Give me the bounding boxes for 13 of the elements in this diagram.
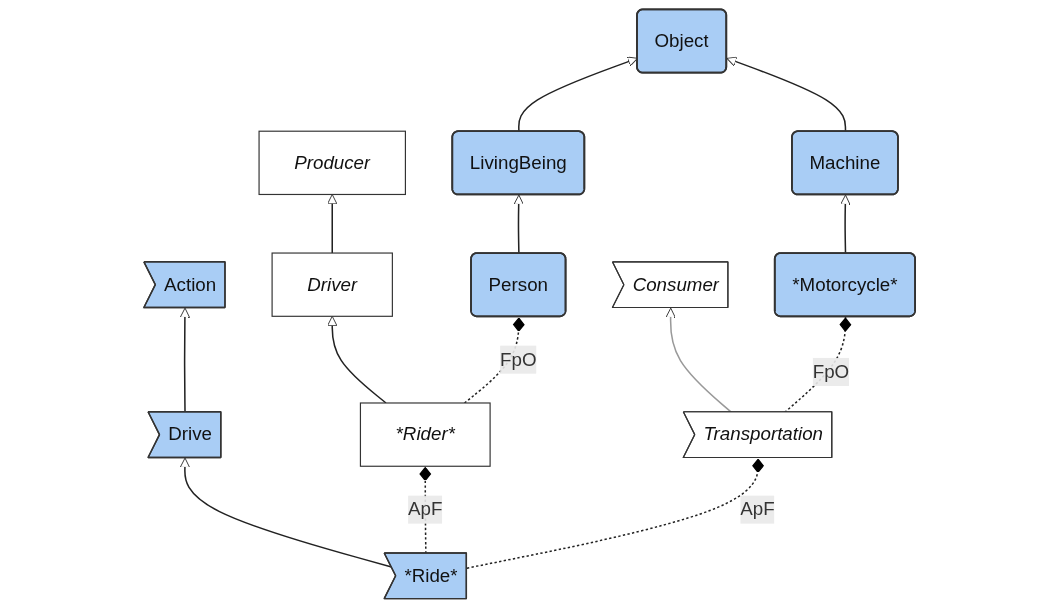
arrow: [513, 194, 524, 255]
edge-label: FpO: [500, 349, 537, 370]
node-box: Driver: [271, 252, 393, 317]
edge-label: ApF: [408, 499, 443, 519]
arrow: [840, 194, 851, 255]
edge-label: FpO: [812, 361, 850, 382]
arrow: [726, 56, 847, 133]
arrow: [327, 315, 387, 404]
connector: [466, 457, 764, 569]
edge-label: ApF: [740, 499, 775, 519]
node-box: Producer: [258, 130, 406, 196]
arrow: [327, 194, 338, 254]
node-box: *Rider*: [359, 402, 491, 467]
